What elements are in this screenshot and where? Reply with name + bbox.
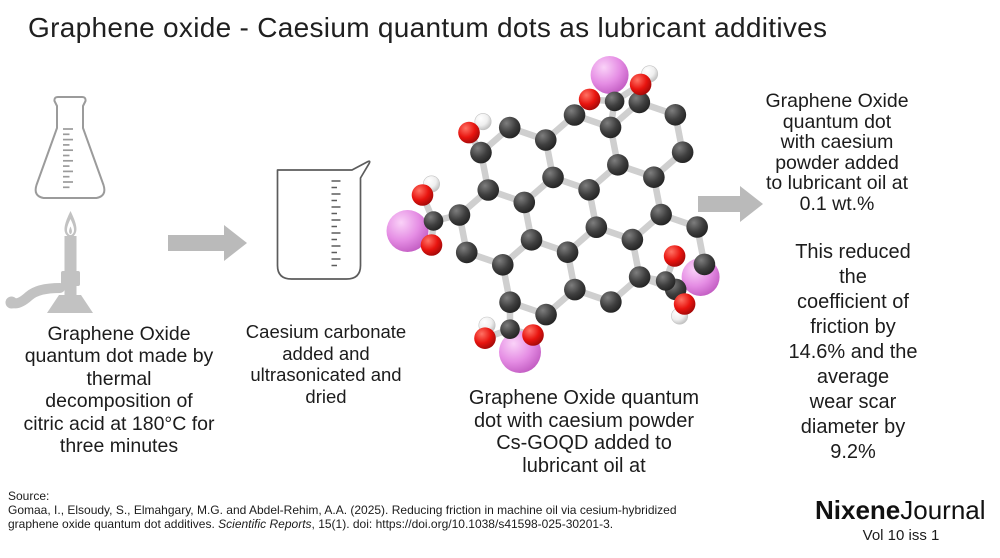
journal-logo: NixeneJournal [815, 495, 986, 526]
journal-issue: Vol 10 iss 1 [862, 527, 940, 544]
molecule-illustration [386, 56, 720, 373]
carbon-atom [607, 154, 629, 176]
step2-caption: Caesium carbonate added and ultrasonicat… [245, 321, 407, 407]
oxygen-atom [663, 245, 686, 267]
carbon-atom [671, 141, 694, 164]
carbon-atom [693, 253, 716, 276]
caesium-atom [590, 56, 629, 94]
hydrogen-atom [474, 113, 492, 131]
carbon-atom [491, 253, 514, 276]
carbon-atom [578, 179, 600, 201]
step4-caption: Graphene Oxide quantum dot with caesium … [765, 90, 909, 215]
carbon-atom [600, 291, 622, 313]
carbon-atom [477, 179, 500, 201]
journal-logo-regular: Journal [900, 495, 986, 525]
citation-tail: , 15(1). doi: https://doi.org/10.1038/s4… [311, 517, 614, 531]
carbon-atom [599, 116, 622, 139]
oxygen-atom [474, 327, 496, 350]
carbon-atom [686, 216, 708, 238]
oxygen-atom [673, 293, 696, 315]
carbon-atom [664, 104, 687, 126]
carbon-atom [655, 271, 676, 291]
caesium-atom [386, 210, 429, 252]
carbon-atom [534, 129, 557, 151]
oxygen-atom [411, 184, 434, 206]
carbon-atom [499, 291, 521, 314]
carbon-atom [500, 319, 520, 340]
carbon-atom [455, 241, 478, 264]
erlenmeyer-flask-icon [34, 96, 106, 199]
oxygen-atom [522, 324, 544, 346]
step1-caption: Graphene Oxide quantum dot made by therm… [23, 323, 215, 458]
carbon-atom [564, 278, 586, 301]
source-label: Source: [8, 489, 50, 503]
oxygen-atom [420, 234, 443, 256]
carbon-atom [470, 141, 492, 164]
source-citation: Gomaa, I., Elsoudy, S., Elmahgary, M.G. … [8, 503, 677, 531]
citation-text: Gomaa, I., Elsoudy, S., Elmahgary, M.G. … [8, 503, 677, 531]
page-title: Graphene oxide - Caesium quantum dots as… [28, 12, 828, 43]
right-arrow-icon [698, 186, 763, 222]
result-caption: This reduced the coefficient of friction… [788, 241, 918, 463]
citation-journal-name: Scientific Reports [218, 517, 312, 531]
carbon-atom [650, 203, 672, 226]
carbon-atom [604, 91, 625, 112]
carbon-atom [423, 211, 444, 231]
carbon-atom [556, 241, 579, 263]
oxygen-atom [458, 121, 480, 144]
carbon-atom [621, 228, 644, 251]
beaker-icon [276, 160, 371, 280]
carbon-atom [628, 91, 651, 114]
carbon-atom [542, 166, 564, 189]
carbon-atom [448, 204, 471, 226]
carbon-atom [563, 104, 586, 126]
journal-logo-bold: Nixene [815, 495, 901, 525]
carbon-atom [520, 229, 543, 251]
carbon-atom [628, 266, 651, 288]
oxygen-atom [629, 73, 652, 96]
carbon-atom [585, 216, 608, 239]
carbon-atom [643, 166, 665, 188]
molecule-caption: Graphene Oxide quantum dot with caesium … [468, 387, 700, 477]
oxygen-atom [578, 88, 601, 111]
carbon-atom [513, 191, 536, 214]
right-arrow-icon [168, 225, 247, 261]
bunsen-burner-icon [5, 211, 93, 313]
carbon-atom [498, 116, 521, 139]
carbon-atom [535, 303, 557, 326]
